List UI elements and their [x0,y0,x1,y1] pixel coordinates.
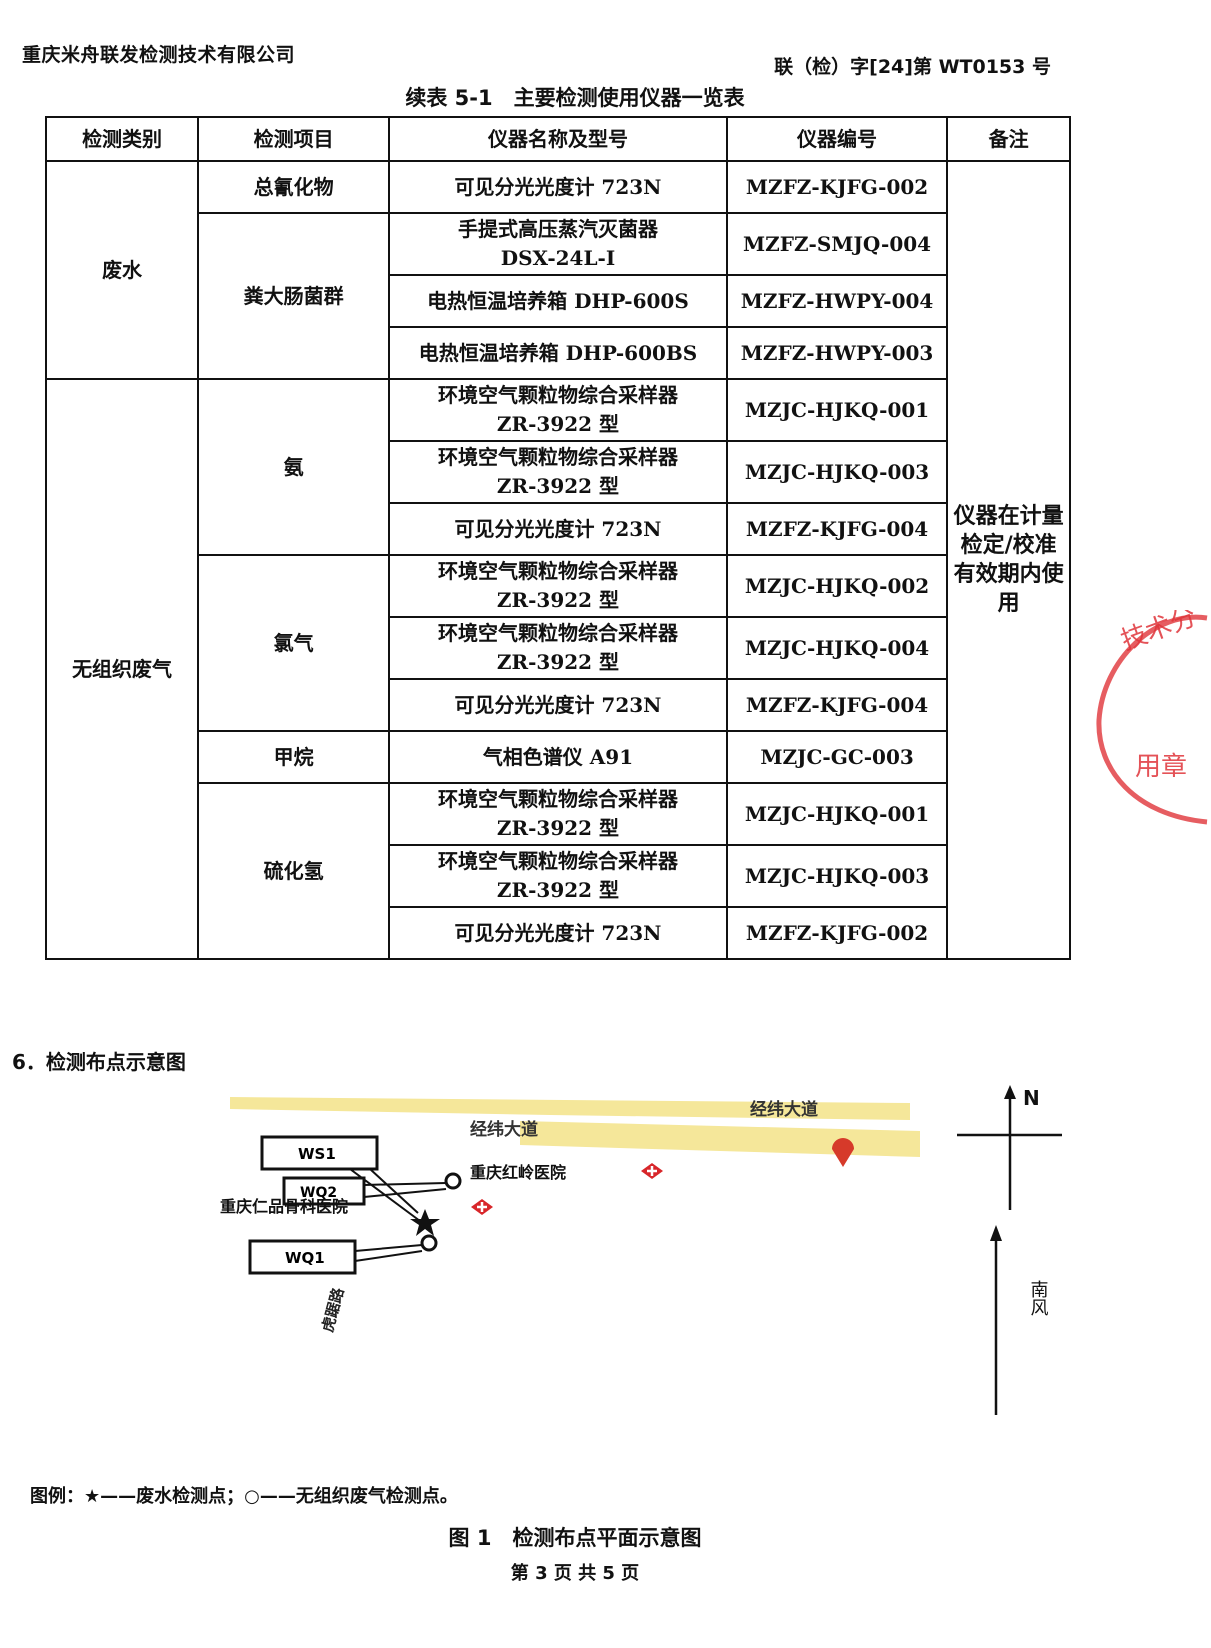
point-label-ws1: WS1 [298,1145,336,1163]
table-row: 电热恒温培养箱 DHP-600S MZFZ-HWPY-004 [46,274,1070,328]
figure-caption: 图 1 检测布点平面示意图 [448,1526,702,1550]
header-item: 检测项目 [197,116,391,162]
item-cell: 总氰化物 [197,160,391,214]
instrument-cell: 可见分光光度计 723N [388,502,728,556]
company-name: 重庆米舟联发检测技术有限公司 [22,44,296,66]
point-box-ws1 [260,1135,379,1171]
code-cell: MZJC-GC-003 [725,730,949,784]
item-cell: 氯气 [197,554,391,732]
instrument-cell: 可见分光光度计 723N [388,160,728,214]
instrument-cell: 电热恒温培养箱 DHP-600S [388,274,728,328]
table-row: 可见分光光度计 723N MZFZ-KJFG-004 [46,502,1070,556]
page-number: 第 3 页 共 5 页 [510,1563,640,1584]
point-box-wq1 [248,1239,357,1275]
code-cell: MZFZ-SMJQ-004 [725,212,949,276]
code-cell: MZFZ-HWPY-004 [725,274,949,328]
header-category: 检测类别 [44,116,200,162]
wind-label: 南风 [1028,1280,1049,1316]
map-legend: 图例：★——废水检测点；○——无组织废气检测点。 [30,1486,458,1507]
code-cell: MZFZ-KJFG-002 [725,906,949,960]
wind-arrow-head-icon [990,1225,1002,1241]
code-cell: MZFZ-KJFG-004 [725,502,949,556]
road-label-1: 经纬大道 [470,1119,538,1140]
road-lower [520,1121,920,1157]
code-cell: MZJC-HJKQ-004 [725,616,949,680]
remark-cell: 仪器在计量检定/校准有效期内使用 [946,160,1071,960]
hospital-label-2: 重庆仁品骨科医院 [220,1197,348,1216]
table-caption: 续表 5-1 主要检测使用仪器一览表 [405,86,745,110]
item-cell: 甲烷 [197,730,391,784]
table-row: 电热恒温培养箱 DHP-600BS MZFZ-HWPY-003 [46,326,1070,380]
road-upper [230,1097,910,1120]
header-remark: 备注 [946,116,1071,162]
report-number: 联（检）字[24]第 WT0153 号 [774,56,1051,78]
table-row: 甲烷 气相色谱仪 A91 MZJC-GC-003 [46,730,1070,784]
road-label-2: 经纬大道 [750,1099,818,1120]
svg-text:用章: 用章 [1135,752,1187,782]
table-row: 可见分光光度计 723N MZFZ-KJFG-004 [46,678,1070,732]
header-instrument: 仪器名称及型号 [388,116,728,162]
header-code: 仪器编号 [725,116,949,162]
instrument-cell: 电热恒温培养箱 DHP-600BS [388,326,728,380]
hospital-cross-icon [471,1199,493,1215]
section-title: 6．检测布点示意图 [12,1050,186,1074]
north-label: N [1023,1086,1040,1110]
svg-text:技术分: 技术分 [1117,610,1201,657]
instrument-cell: 气相色谱仪 A91 [388,730,728,784]
item-cell: 粪大肠菌群 [197,212,391,380]
compass-cross [957,1090,1062,1210]
gas-monitoring-point-icon [444,1172,462,1190]
instrument-cell: 可见分光光度计 723N [388,678,728,732]
instrument-cell: 可见分光光度计 723N [388,906,728,960]
official-stamp: 技术分 用章 [1096,610,1208,825]
point-label-wq1: WQ1 [285,1249,325,1267]
north-arrow-icon [1004,1085,1016,1099]
gas-monitoring-point-icon [420,1234,438,1252]
instrument-table: 检测类别 检测项目 仪器名称及型号 仪器编号 备注 废水 总氰化物 可见分光光度… [44,116,1071,960]
code-cell: MZJC-HJKQ-003 [725,440,949,504]
point-box-wq2 [282,1176,366,1206]
category-cell: 废水 [44,160,200,380]
code-cell: MZJC-HJKQ-001 [725,782,949,846]
table-header-row: 检测类别 检测项目 仪器名称及型号 仪器编号 备注 [44,116,1071,162]
code-cell: MZFZ-KJFG-004 [725,678,949,732]
code-cell: MZFZ-KJFG-002 [725,160,949,214]
category-cell: 无组织废气 [44,378,200,960]
item-cell: 硫化氢 [197,782,391,960]
location-pin-icon [832,1138,854,1167]
hospital-label-1: 重庆红岭医院 [470,1163,566,1182]
table-row: 可见分光光度计 723N MZFZ-KJFG-002 [46,906,1070,960]
code-cell: MZJC-HJKQ-002 [725,554,949,618]
point-label-wq2: WQ2 [300,1185,337,1201]
table-row: 废水 总氰化物 可见分光光度计 723N MZFZ-KJFG-002 仪器在计量… [44,160,1071,960]
code-cell: MZJC-HJKQ-001 [725,378,949,442]
code-cell: MZFZ-HWPY-003 [725,326,949,380]
code-cell: MZJC-HJKQ-003 [725,844,949,908]
street-label: 虎踞路 [318,1285,347,1334]
wastewater-point-star-icon [410,1209,440,1236]
item-cell: 氨 [197,378,391,556]
hospital-cross-icon [641,1163,663,1179]
monitoring-site-map: 经纬大道 经纬大道 WS1 WQ2 WQ1 重庆红岭医院 重庆仁品骨科医院 虎踞… [220,1085,1062,1415]
